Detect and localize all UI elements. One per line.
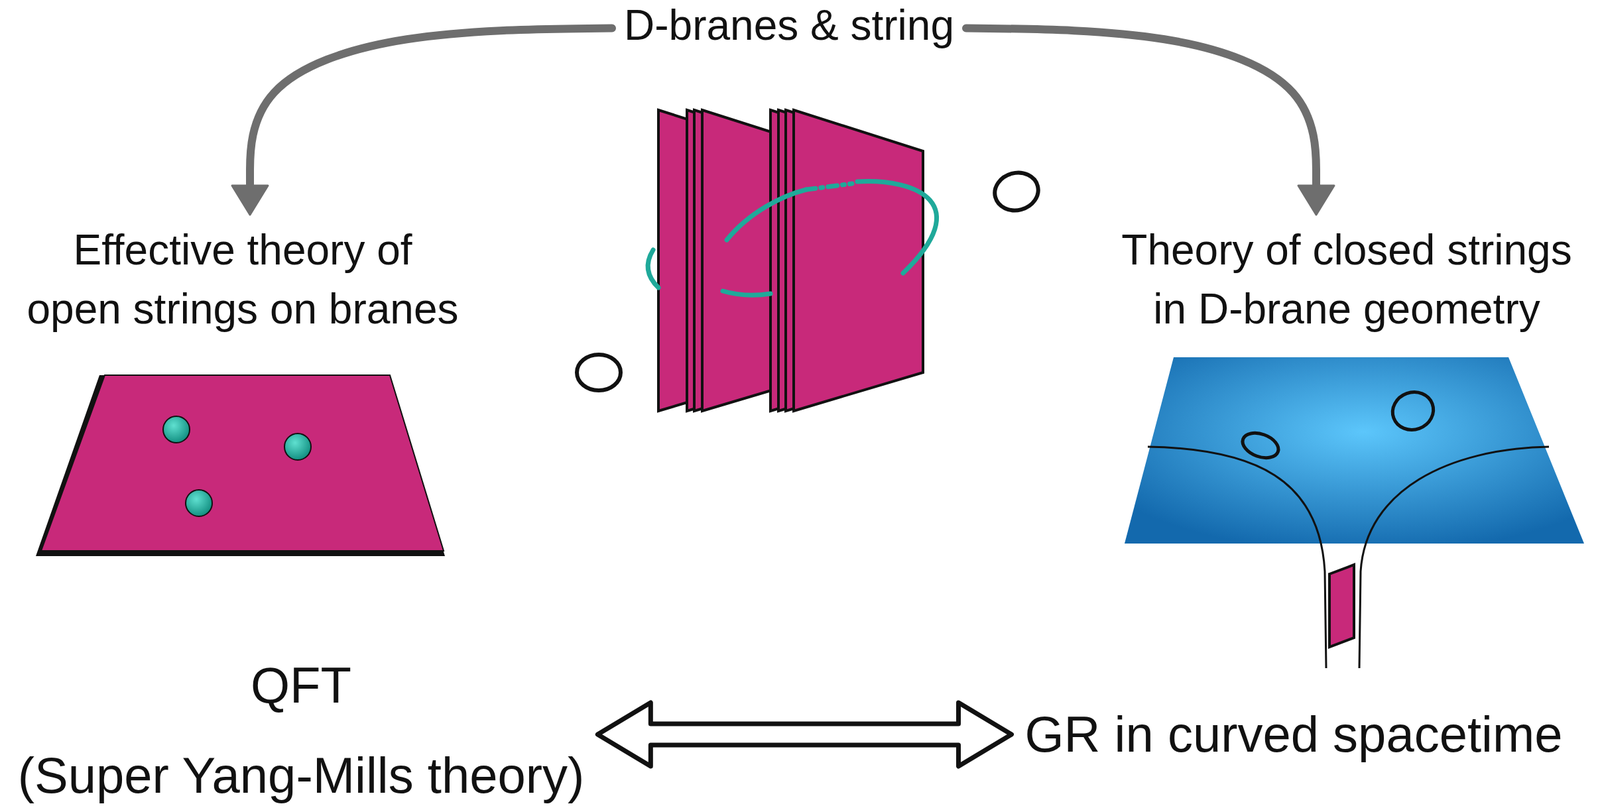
arrow-head xyxy=(232,185,268,215)
gravity-label: GR in curved spacetime xyxy=(1019,709,1569,760)
double-arrow-shape xyxy=(597,702,1012,767)
open-string xyxy=(857,181,937,274)
throat-curve xyxy=(1359,446,1549,669)
throat-brane xyxy=(1329,564,1354,648)
node-label: Theory of closed strings in D-brane geom… xyxy=(1119,220,1574,339)
closed-string xyxy=(576,354,621,391)
closed-string xyxy=(990,167,1043,215)
curved-arrow xyxy=(966,28,1335,216)
throat-curve xyxy=(1147,446,1327,669)
particle-dot xyxy=(163,416,190,443)
particle-dot xyxy=(284,433,311,461)
open-string xyxy=(647,249,659,288)
arrow-head xyxy=(1298,185,1335,215)
particle-dot xyxy=(185,490,213,517)
open-string-plane: Effective theory of open strings on bran… xyxy=(10,218,475,564)
node-sublabel: (Super Yang-Mills theory) xyxy=(17,750,585,801)
qft-label: QFT (Super Yang-Mills theory) xyxy=(12,660,591,801)
closed-string-geometry: Theory of closed strings in D-brane geom… xyxy=(1104,218,1589,677)
open-string xyxy=(726,189,807,241)
curved-arrow xyxy=(232,28,613,216)
closed-string xyxy=(1239,428,1282,463)
arrow-shaft xyxy=(249,28,613,189)
arrow-shaft xyxy=(966,28,1317,189)
closed-string xyxy=(1387,386,1439,436)
open-string-hidden xyxy=(806,183,853,190)
node-label: Effective theory of open strings on bran… xyxy=(25,220,461,339)
d-brane-sheet xyxy=(793,110,924,412)
brane-stack-label: D-branes & string xyxy=(618,0,960,52)
brane-plane xyxy=(41,375,444,552)
node-label: GR in curved spacetime xyxy=(1025,709,1563,760)
node-label: QFT xyxy=(17,660,585,711)
open-string xyxy=(722,291,771,296)
plane-shadow xyxy=(35,375,445,557)
node-label: D-branes & string xyxy=(623,0,955,52)
double-arrow xyxy=(597,702,1012,767)
